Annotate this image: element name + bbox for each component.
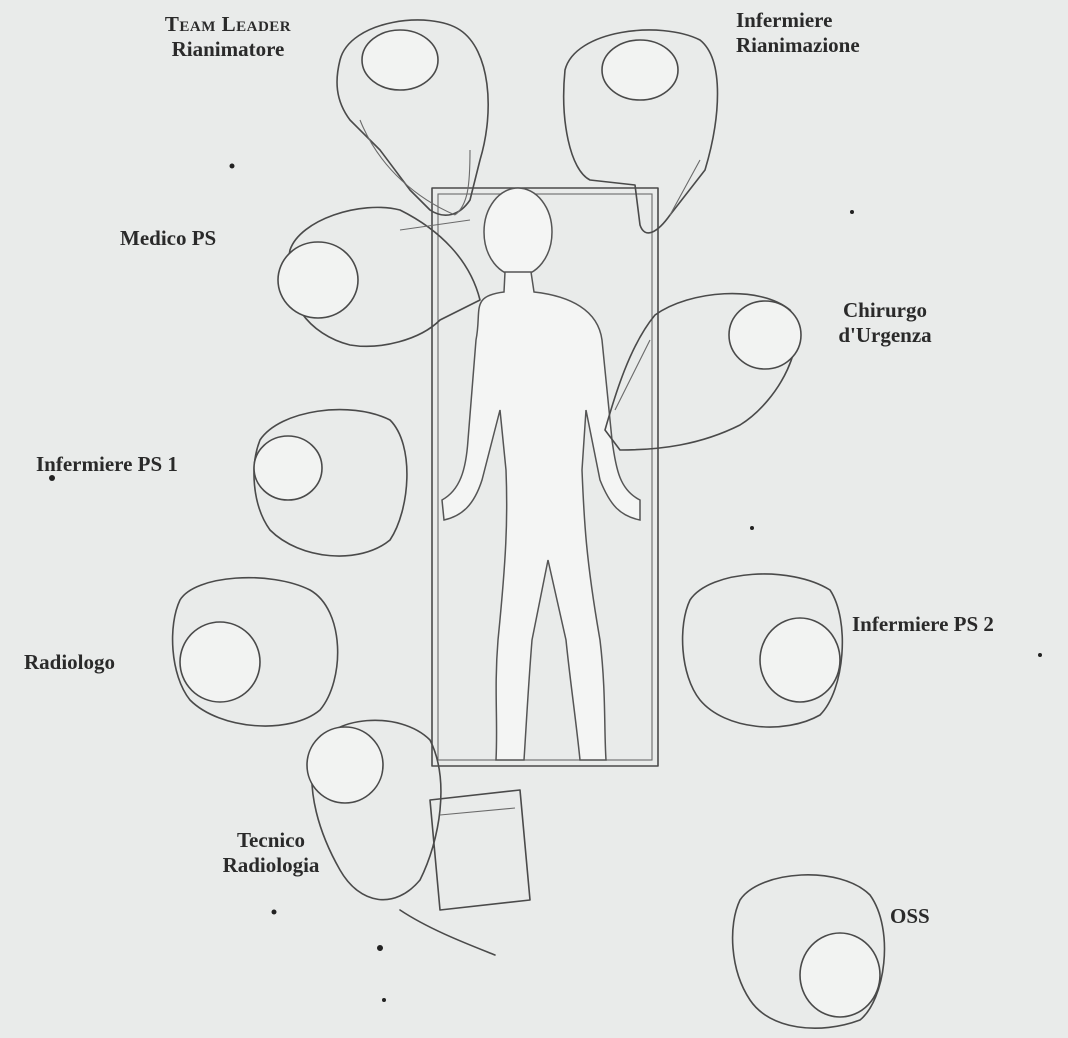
- label-medico-ps: Medico PS: [120, 226, 216, 251]
- chirurgo-line1: Chirurgo: [810, 298, 960, 323]
- label-tecnico-radiologia: Tecnico Radiologia: [196, 828, 346, 878]
- inf-rian-line2: Rianimazione: [736, 33, 860, 58]
- inf-rianimazione-figure: [564, 30, 718, 233]
- label-chirurgo: Chirurgo d'Urgenza: [810, 298, 960, 348]
- label-radiologo: Radiologo: [24, 650, 115, 675]
- label-inf-rianimazione: Infermiere Rianimazione: [736, 8, 860, 58]
- label-oss: OSS: [890, 904, 930, 929]
- chirurgo-line2: d'Urgenza: [810, 323, 960, 348]
- team-leader-figure: [337, 20, 488, 215]
- tecnico-line2: Radiologia: [196, 853, 346, 878]
- chirurgo-figure: [605, 294, 801, 450]
- inf-ps1-text: Infermiere PS 1: [36, 452, 178, 477]
- medico-ps-text: Medico PS: [120, 226, 216, 251]
- oss-text: OSS: [890, 904, 930, 929]
- inf-rian-line1: Infermiere: [736, 8, 860, 33]
- label-inf-ps2: Infermiere PS 2: [852, 612, 994, 637]
- inf-ps1-figure: [254, 410, 407, 556]
- oss-figure: [733, 875, 885, 1028]
- radiologo-figure: [173, 578, 338, 726]
- radiologo-text: Radiologo: [24, 650, 115, 675]
- tecnico-line1: Tecnico: [196, 828, 346, 853]
- inf-ps2-figure: [683, 574, 843, 727]
- team-leader-title: Team Leader: [138, 12, 318, 37]
- team-leader-role: Rianimatore: [138, 37, 318, 62]
- medico-ps-figure: [278, 207, 480, 346]
- patient-figure: [442, 188, 640, 760]
- inf-ps2-text: Infermiere PS 2: [852, 612, 994, 637]
- label-team-leader: Team Leader Rianimatore: [138, 12, 318, 62]
- label-inf-ps1: Infermiere PS 1: [36, 452, 178, 477]
